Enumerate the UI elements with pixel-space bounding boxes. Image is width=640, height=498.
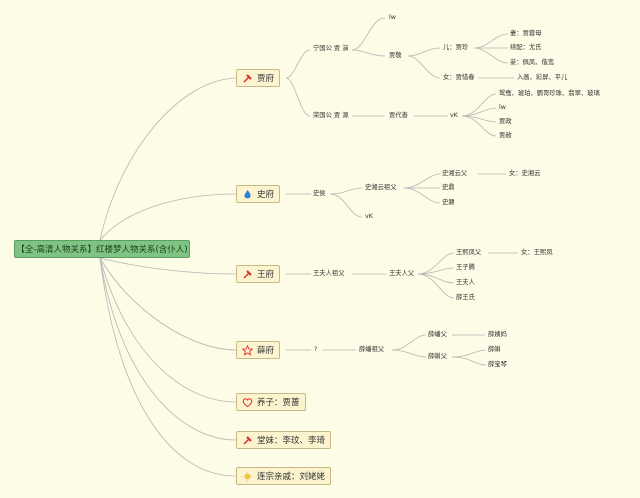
branch-label: 贾府 — [257, 74, 275, 84]
hammer-icon — [242, 269, 253, 280]
branch-adopted-son[interactable]: 养子：贾蔷 — [236, 393, 306, 411]
node-xuewangshi[interactable]: 薛王氏 — [456, 294, 475, 301]
hammer-icon — [242, 73, 253, 84]
node-shi-zufu[interactable]: 史湘云祖父 — [365, 184, 397, 191]
node-wangfuren[interactable]: 王夫人 — [456, 279, 475, 286]
node-xifeng-fu[interactable]: 王熙凤父 — [456, 249, 482, 256]
node-lw-1[interactable]: lw — [389, 14, 396, 21]
node-xifeng[interactable]: 女：王熙凤 — [521, 249, 553, 256]
node-xiangyun[interactable]: 女：史湘云 — [509, 170, 541, 177]
branch-label: 堂妹：李玟、李琦 — [257, 436, 326, 446]
node-xuebaoqin[interactable]: 薛宝琴 — [488, 361, 507, 368]
branch-label: 养子：贾蔷 — [257, 398, 300, 408]
flame-icon — [242, 189, 253, 200]
node-rongguo[interactable]: 荣国公 贾 源 — [313, 112, 349, 119]
node-shihou[interactable]: 史侯 — [313, 190, 326, 197]
node-jiazhen[interactable]: 儿：贾珍 — [443, 44, 469, 51]
branch-cousins[interactable]: 堂妹：李玟、李琦 — [236, 431, 332, 449]
branch-shi[interactable]: 史府 — [236, 185, 281, 203]
branch-jia[interactable]: 贾府 — [236, 69, 281, 87]
root-node[interactable]: 【全-高清人物关系】红楼梦人物关系(含仆人) — [14, 240, 190, 258]
node-shiding[interactable]: 史鼎 — [442, 184, 455, 191]
node-jiashe[interactable]: 贾赦 — [499, 132, 512, 139]
node-vk-1[interactable]: vK — [450, 112, 458, 119]
hammer-icon — [242, 435, 253, 446]
node-shi-fu[interactable]: 史湘云父 — [442, 170, 468, 177]
heart-icon — [242, 397, 253, 408]
node-jiazheng[interactable]: 贾政 — [499, 118, 512, 125]
node-wangziteng[interactable]: 王子腾 — [456, 264, 475, 271]
node-wang-zufu[interactable]: 王夫人祖父 — [313, 270, 345, 277]
node-qi[interactable]: 妻：贾蓉母 — [510, 30, 542, 37]
node-wang-fu[interactable]: 王夫人父 — [389, 270, 415, 277]
node-lw-2[interactable]: lw — [499, 104, 506, 111]
node-daishan[interactable]: 贾代善 — [389, 112, 408, 119]
node-xueke[interactable]: 薛蝌 — [488, 346, 501, 353]
node-xueyima[interactable]: 薛姨妈 — [488, 331, 507, 338]
node-vk-2[interactable]: vK — [365, 213, 373, 220]
node-xichun[interactable]: 女：贾惜春 — [443, 74, 475, 81]
node-xupei[interactable]: 续配：尤氏 — [510, 44, 542, 51]
branch-relatives[interactable]: 连宗亲戚：刘姥姥 — [236, 467, 332, 485]
branch-xue[interactable]: 薛府 — [236, 341, 281, 359]
star-icon — [242, 344, 253, 356]
node-servants-1[interactable]: 入画、彩屏、平儿 — [517, 74, 568, 81]
node-xuepan-fu[interactable]: 薛蟠父 — [428, 331, 447, 338]
branch-label: 连宗亲戚：刘姥姥 — [257, 472, 326, 482]
branch-label: 史府 — [257, 190, 275, 200]
node-xue-zufu[interactable]: 薛蟠祖父 — [359, 346, 385, 353]
node-servants-2[interactable]: 鸳鸯、琥珀、鹦哥珍珠、翡翠、玻璃 — [499, 90, 600, 97]
branch-wang[interactable]: 王府 — [236, 265, 281, 283]
node-xueke-fu[interactable]: 薛蝌父 — [428, 353, 447, 360]
node-ningguo[interactable]: 宁国公 贾 演 — [313, 45, 349, 52]
branch-label: 薛府 — [257, 346, 275, 356]
root-label: 【全-高清人物关系】红楼梦人物关系(含仆人) — [16, 245, 188, 255]
node-unknown[interactable]: ? — [314, 346, 318, 353]
sun-icon — [242, 471, 253, 482]
node-shinai[interactable]: 史鼐 — [442, 199, 455, 206]
branch-label: 王府 — [257, 270, 275, 280]
node-jiajing[interactable]: 贾敬 — [389, 52, 402, 59]
node-qie[interactable]: 妾：佩凤、偕鸾 — [510, 59, 555, 66]
